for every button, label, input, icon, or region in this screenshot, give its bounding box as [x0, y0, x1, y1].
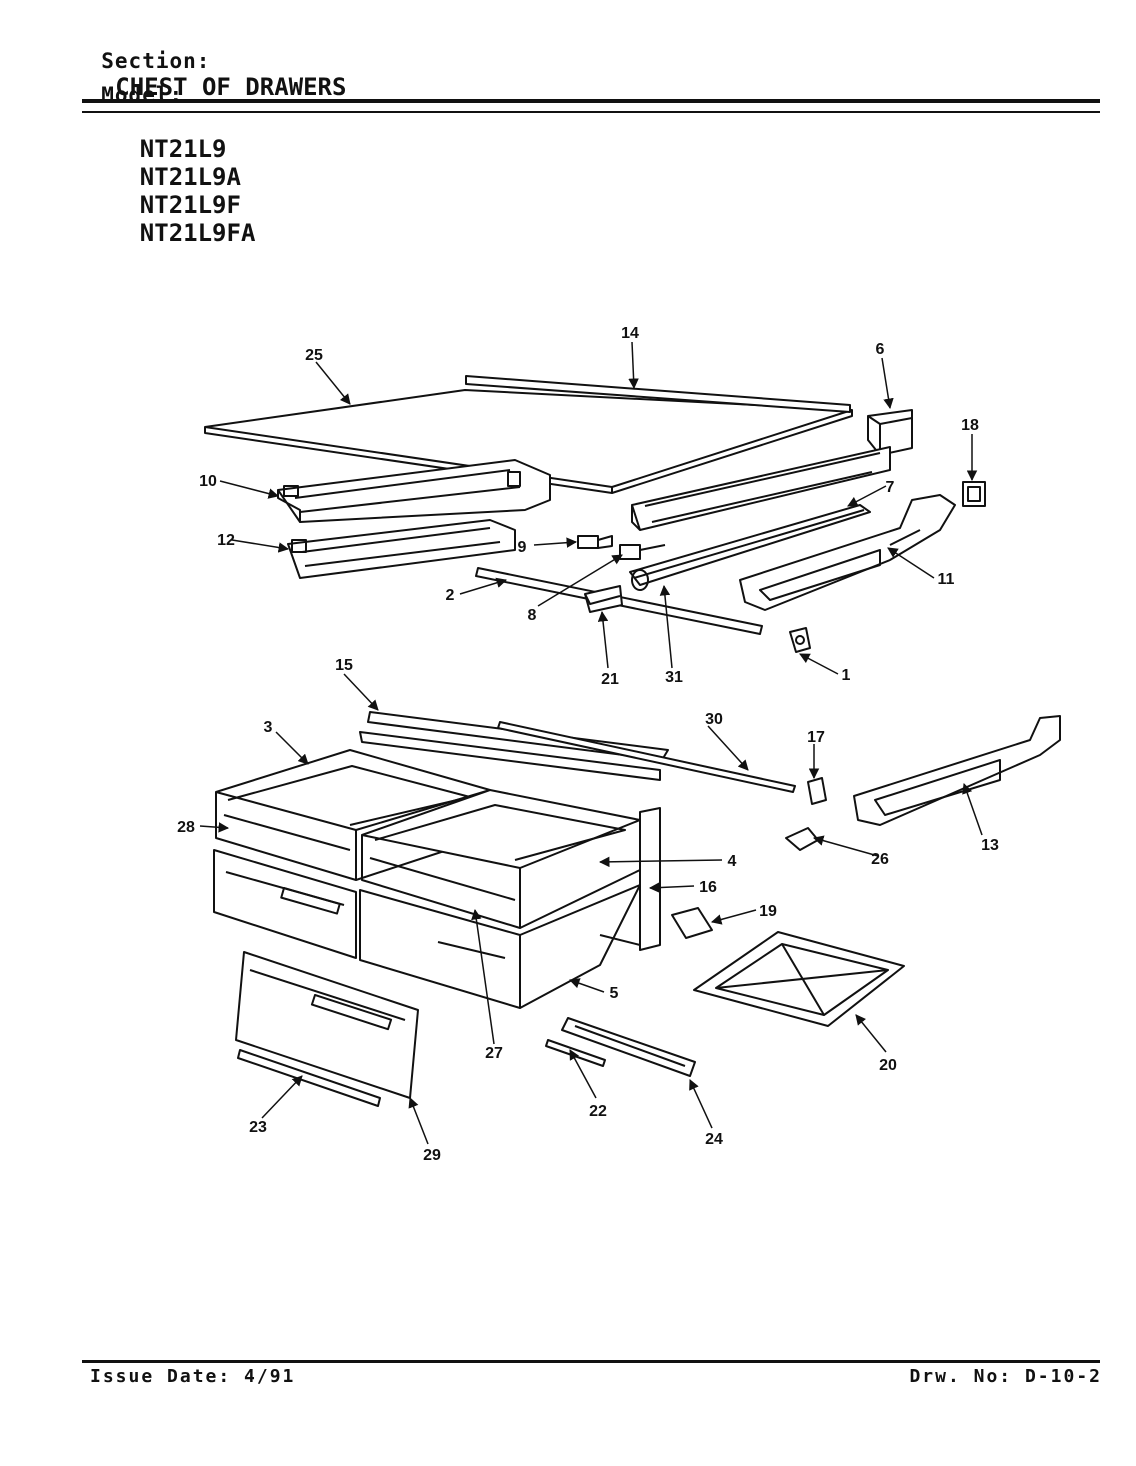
callout-labels: 25 14 6 18 10 12 7 9 8 2 11 21 31 1 15 3… [177, 325, 999, 1164]
callout-15: 15 [335, 657, 353, 674]
section-line: Section: CHEST OF DRAWERS [82, 30, 346, 101]
callout-17: 17 [807, 729, 825, 746]
model-label: Model: [101, 83, 184, 107]
callout-10: 10 [199, 473, 217, 490]
callout-22: 22 [589, 1103, 607, 1120]
part-frame-top-bar [359, 711, 796, 793]
callout-4: 4 [728, 853, 737, 870]
part-drawer-left-lower [213, 849, 357, 959]
callout-21: 21 [601, 671, 619, 688]
part-frame-rear [465, 375, 851, 413]
part-tray [693, 931, 905, 1027]
callout-9: 9 [518, 539, 527, 556]
callout-arrows [199, 341, 983, 1145]
callout-16: 16 [699, 879, 717, 896]
callout-8: 8 [528, 607, 537, 624]
callout-19: 19 [759, 903, 777, 920]
drawing-number: Drw. No: D-10-2 [909, 1366, 1102, 1387]
part-side-panel [599, 807, 661, 951]
callout-31: 31 [665, 669, 683, 686]
callout-2: 2 [446, 587, 455, 604]
part-end-cap [584, 585, 623, 613]
callout-20: 20 [879, 1057, 897, 1074]
model-line: Model: NT21L9 NT21L9A NT21L9F NT21L9FA [82, 64, 281, 275]
callout-26: 26 [871, 851, 889, 868]
callout-25: 25 [305, 347, 323, 364]
part-slide-rail [629, 504, 871, 591]
section-title: CHEST OF DRAWERS [115, 73, 347, 101]
model-number: NT21L9A [139, 163, 241, 191]
part-drawer-front [235, 951, 419, 1099]
callout-14: 14 [621, 325, 639, 342]
callout-3: 3 [264, 719, 273, 736]
callout-30: 30 [705, 711, 723, 728]
part-vent-grille [545, 1017, 696, 1077]
part-rail-left-lower [287, 519, 516, 579]
callout-18: 18 [961, 417, 979, 434]
header-rule-thin [82, 111, 1100, 113]
callout-27: 27 [485, 1045, 503, 1062]
part-fastener [789, 627, 811, 653]
callout-6: 6 [876, 341, 885, 358]
model-number: NT21L9FA [139, 219, 256, 247]
callout-11: 11 [938, 571, 955, 588]
part-drawer-right-lower [359, 884, 641, 1009]
part-corner-block [867, 409, 913, 456]
part-shelf-rail-right [631, 446, 891, 531]
header-rule-thick [82, 99, 1100, 103]
part-side-support-lower [853, 715, 1061, 826]
section-label: Section: [101, 49, 211, 73]
callout-29: 29 [423, 1147, 441, 1164]
issue-date: Issue Date: 4/91 [90, 1366, 296, 1387]
model-list: NT21L9 NT21L9A NT21L9F NT21L9FA [82, 135, 281, 275]
part-clips-small [671, 777, 827, 939]
callout-12: 12 [217, 532, 235, 549]
model-number: NT21L9F [139, 191, 241, 219]
callout-13: 13 [981, 837, 999, 854]
callout-1: 1 [842, 667, 851, 684]
part-bracket-small [577, 535, 666, 560]
model-number: NT21L9 [139, 135, 227, 163]
part-drawer-right-upper [361, 789, 641, 929]
callout-24: 24 [705, 1131, 723, 1148]
part-side-support-upper [739, 494, 956, 611]
part-rail-left-upper [277, 459, 551, 523]
callout-5: 5 [610, 985, 619, 1002]
callout-28: 28 [177, 819, 195, 836]
footer-rule [82, 1360, 1100, 1363]
callout-23: 23 [249, 1119, 267, 1136]
part-trim-strip [237, 1049, 381, 1107]
part-clip-18 [962, 481, 986, 507]
callout-7: 7 [886, 479, 895, 496]
